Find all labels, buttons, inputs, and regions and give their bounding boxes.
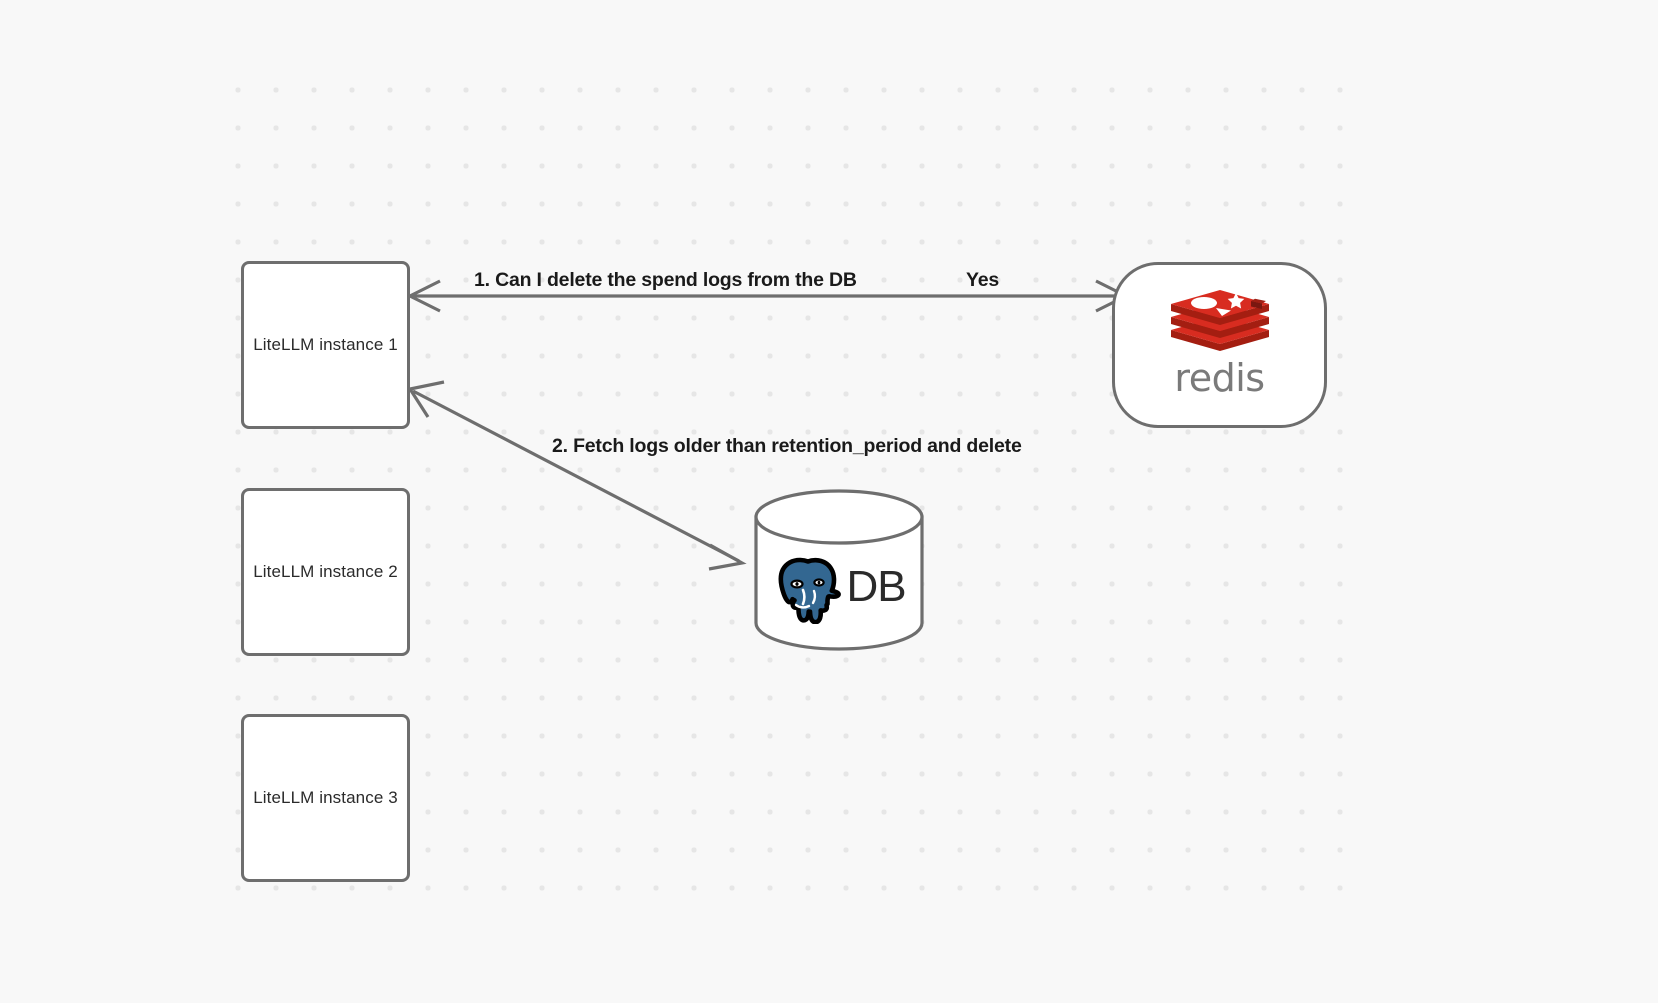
postgresql-elephant-icon bbox=[779, 557, 842, 624]
redis-logo-icon bbox=[1170, 290, 1269, 351]
db-logo-group: DB bbox=[753, 547, 925, 627]
redis-logo-group: redis bbox=[1167, 289, 1273, 397]
node-litellm-instance-1[interactable]: LiteLLM instance 1 bbox=[241, 261, 410, 429]
edge-label-step-2: 2. Fetch logs older than retention_perio… bbox=[552, 435, 1022, 457]
background-mask bbox=[1350, 0, 1658, 1003]
db-label: DB bbox=[846, 562, 906, 611]
node-label: LiteLLM instance 3 bbox=[253, 788, 398, 807]
node-database[interactable]: DB bbox=[753, 489, 925, 651]
redis-wordmark: redis bbox=[1174, 356, 1265, 400]
edge-label-step-1: 1. Can I delete the spend logs from the … bbox=[474, 269, 857, 291]
node-litellm-instance-2[interactable]: LiteLLM instance 2 bbox=[241, 488, 410, 656]
edge-db-instance1 bbox=[407, 380, 747, 571]
edge-label-yes: Yes bbox=[966, 269, 1000, 291]
node-label: LiteLLM instance 1 bbox=[253, 335, 398, 354]
background-mask bbox=[0, 0, 205, 1003]
node-redis[interactable]: redis bbox=[1112, 262, 1327, 428]
node-label: LiteLLM instance 2 bbox=[253, 562, 398, 581]
node-litellm-instance-3[interactable]: LiteLLM instance 3 bbox=[241, 714, 410, 882]
background-mask bbox=[0, 900, 1658, 1003]
